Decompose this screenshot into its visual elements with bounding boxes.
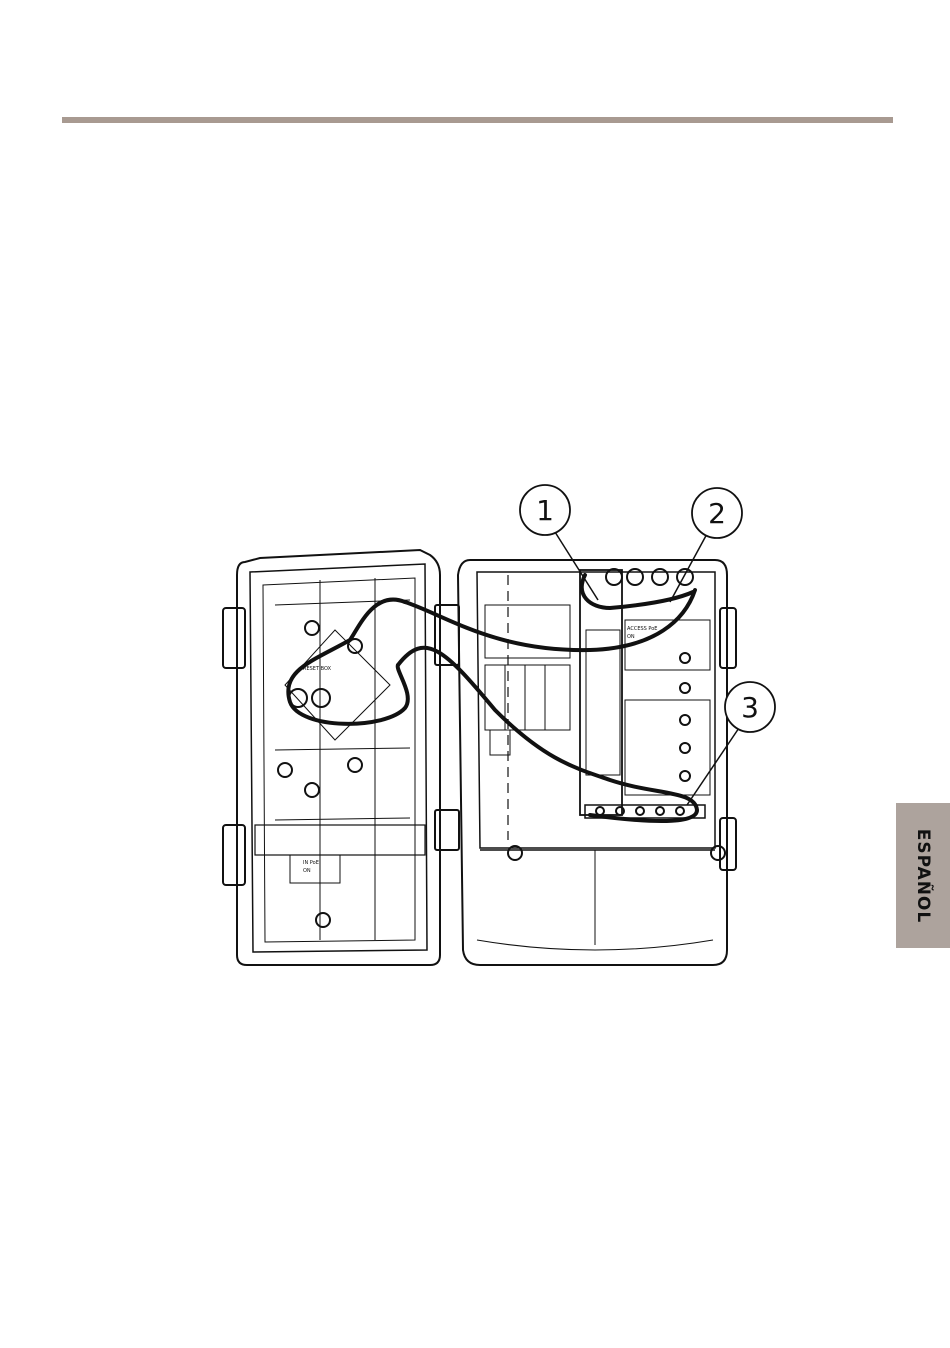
callout-3: 3: [725, 682, 775, 732]
door-label-bottom-on: ON: [303, 868, 311, 874]
body-label-on: ON: [627, 634, 635, 640]
header-rule: [62, 117, 893, 123]
callout-1-label: 1: [536, 494, 554, 527]
door-outline: [237, 550, 440, 965]
callout-2: 2: [692, 488, 742, 538]
enclosure-illustration: 1 2 3 RESET BOX IN PoE ON ACCESS PoE ON: [215, 480, 785, 970]
body-label: ACCESS PoE: [627, 626, 657, 632]
callout-1: 1: [520, 485, 570, 535]
body-outline: [458, 560, 727, 965]
door-label-bottom: IN PoE: [303, 860, 319, 866]
language-tab-label: ESPAÑOL: [913, 828, 933, 922]
callout-2-label: 2: [708, 497, 726, 530]
door-label-top: RESET BOX: [303, 666, 332, 672]
enclosure-drawing: 1 2 3 RESET BOX IN PoE ON ACCESS PoE ON: [215, 480, 785, 970]
callout-3-label: 3: [741, 691, 759, 724]
language-tab: ESPAÑOL: [896, 803, 950, 948]
